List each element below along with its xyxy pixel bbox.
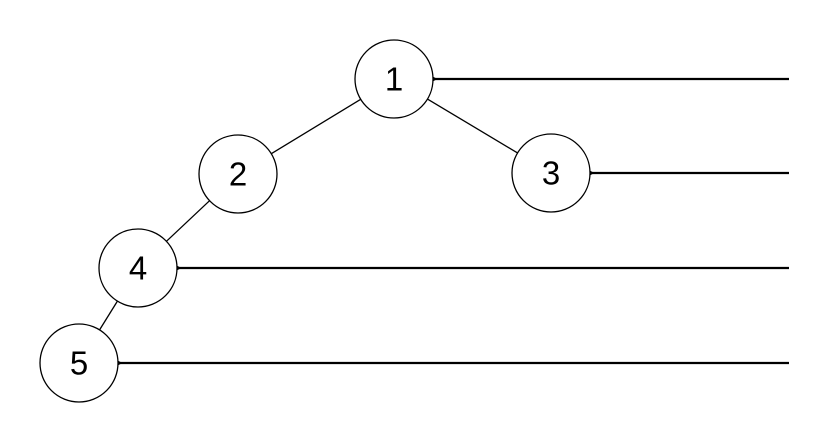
node-circle-5 xyxy=(39,323,119,403)
tree-node-3: 3 xyxy=(511,133,591,213)
node-label-3: 3 xyxy=(542,155,560,192)
node-circle-4 xyxy=(98,228,178,308)
tree-node-1: 1 xyxy=(354,39,434,119)
node-label-4: 4 xyxy=(129,250,147,287)
node-label-5: 5 xyxy=(70,345,88,382)
node-circle-2 xyxy=(198,134,278,214)
tree-edge-1-2 xyxy=(270,98,362,155)
node-circle-1 xyxy=(354,39,434,119)
tree-node-2: 2 xyxy=(198,134,278,214)
tree-node-4: 4 xyxy=(98,228,178,308)
node-label-2: 2 xyxy=(229,156,247,193)
tree-edge-4-5 xyxy=(99,300,118,331)
node-circle-3 xyxy=(511,133,591,213)
tree-node-5: 5 xyxy=(39,323,119,403)
tree-edge-2-4 xyxy=(165,200,211,242)
node-label-1: 1 xyxy=(385,61,403,98)
tree-edge-1-3 xyxy=(427,98,518,154)
